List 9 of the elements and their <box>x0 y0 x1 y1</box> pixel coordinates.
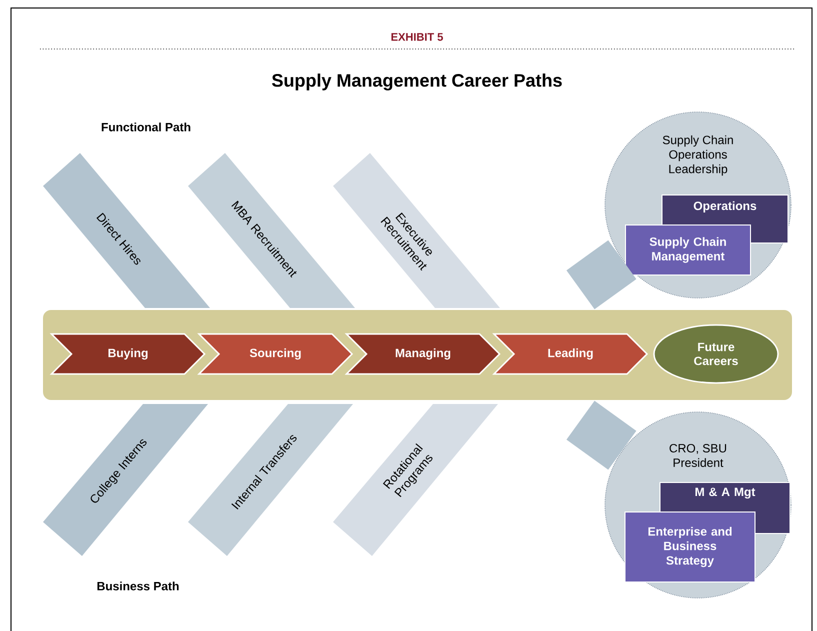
oval: Future Careers <box>653 324 779 384</box>
title: Supply Management Career Paths <box>272 74 562 90</box>
connector-band <box>566 400 636 470</box>
connector-band <box>566 240 636 310</box>
exhibit-label: EXHIBIT 5 <box>391 33 443 41</box>
path-heading: Functional Path <box>102 122 190 132</box>
label-box: Supply Chain Management <box>625 224 751 276</box>
path-heading: Business Path <box>97 582 179 590</box>
label-box: Enterprise and Business Strategy <box>624 512 756 582</box>
